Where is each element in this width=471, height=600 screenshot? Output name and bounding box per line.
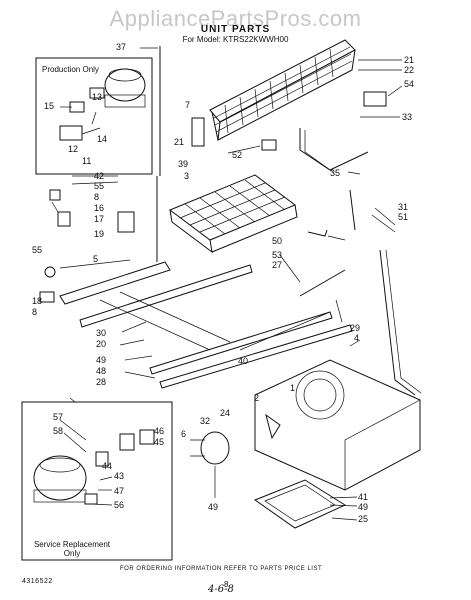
callout-41: 41 bbox=[358, 492, 369, 502]
callout-49b: 49 bbox=[358, 502, 369, 512]
compressor-production bbox=[104, 68, 146, 102]
relay-part-13 bbox=[89, 87, 105, 99]
callout-55b: 55 bbox=[32, 245, 43, 255]
callout-53: 53 bbox=[272, 250, 283, 260]
callout-58: 58 bbox=[53, 426, 64, 436]
part-52 bbox=[261, 139, 277, 151]
callout-5: 5 bbox=[93, 254, 99, 264]
callout-15: 15 bbox=[44, 101, 55, 111]
ordering-info-note: FOR ORDERING INFORMATION REFER TO PARTS … bbox=[120, 566, 323, 572]
watermark-text: AppliancePartsPros.com bbox=[109, 6, 362, 31]
page-number: 8 bbox=[224, 580, 229, 589]
callout-30: 30 bbox=[96, 328, 107, 338]
fan-motor-part-24 bbox=[190, 431, 230, 465]
callout-29: 29 bbox=[350, 323, 361, 333]
callout-37: 37 bbox=[116, 42, 127, 52]
tube-part-31 bbox=[379, 249, 416, 396]
callout-32: 32 bbox=[200, 416, 211, 426]
part-42 bbox=[49, 189, 61, 201]
drain-pan-part-25 bbox=[253, 479, 347, 529]
callout-39: 39 bbox=[178, 159, 189, 169]
callout-16: 16 bbox=[94, 203, 105, 213]
callout-19: 19 bbox=[94, 229, 105, 239]
callout-54: 54 bbox=[404, 79, 415, 89]
compressor-service bbox=[33, 455, 87, 501]
leader-lines bbox=[51, 47, 403, 521]
part-18 bbox=[39, 291, 55, 303]
part-44 bbox=[95, 451, 109, 467]
callout-57: 57 bbox=[53, 412, 64, 422]
document-number: 4316522 bbox=[22, 578, 53, 585]
callout-55: 55 bbox=[94, 181, 105, 191]
part-16 bbox=[57, 211, 71, 227]
callout-12: 12 bbox=[68, 144, 79, 154]
overload-part-12 bbox=[59, 125, 83, 141]
callout-43: 43 bbox=[114, 471, 125, 481]
callout-48: 48 bbox=[96, 366, 107, 376]
callout-33: 33 bbox=[402, 112, 413, 122]
callout-3: 3 bbox=[184, 171, 190, 181]
bracket-part-7 bbox=[191, 117, 205, 147]
callout-45: 45 bbox=[154, 437, 165, 447]
callout-8b: 8 bbox=[32, 307, 38, 317]
callout-11: 11 bbox=[82, 156, 92, 166]
callout-2: 2 bbox=[254, 393, 260, 403]
service-replacement-label: Service Replacement Only bbox=[33, 540, 111, 558]
part-43 bbox=[119, 433, 135, 451]
part-54 bbox=[363, 91, 387, 107]
callout-7: 7 bbox=[185, 100, 191, 110]
part-56 bbox=[84, 493, 98, 505]
callout-25: 25 bbox=[358, 514, 369, 524]
callout-17: 17 bbox=[94, 214, 105, 224]
callout-42: 42 bbox=[94, 171, 105, 181]
production-only-label: Production Only bbox=[42, 65, 99, 74]
production-only-box bbox=[35, 57, 153, 175]
callout-22: 22 bbox=[404, 65, 415, 75]
callout-21: 21 bbox=[404, 55, 415, 65]
tube-part-37 bbox=[156, 46, 161, 262]
part-27 bbox=[299, 269, 346, 297]
part-45 bbox=[139, 429, 155, 445]
callout-31: 31 bbox=[398, 202, 409, 212]
callout-52: 52 bbox=[232, 150, 243, 160]
model-label: For Model: KTRS22KWWH00 bbox=[182, 35, 289, 44]
callout-56: 56 bbox=[114, 500, 125, 510]
callout-14: 14 bbox=[97, 134, 108, 144]
base-frame-rails bbox=[59, 261, 353, 389]
callout-1: 1 bbox=[290, 383, 296, 393]
part-50 bbox=[307, 229, 328, 237]
callout-4: 4 bbox=[354, 333, 360, 343]
callout-8: 8 bbox=[94, 192, 100, 202]
machine-compartment-base bbox=[254, 359, 421, 491]
callout-51: 51 bbox=[398, 212, 409, 222]
page-title: UNIT PARTS bbox=[200, 24, 271, 35]
callout-18: 18 bbox=[32, 296, 43, 306]
callout-50: 50 bbox=[272, 236, 283, 246]
callout-13: 13 bbox=[92, 92, 103, 102]
condenser-coil bbox=[209, 39, 356, 141]
callout-40: 40 bbox=[238, 356, 249, 366]
callout-49: 49 bbox=[96, 355, 107, 365]
callout-28: 28 bbox=[96, 377, 107, 387]
callout-35: 35 bbox=[330, 168, 341, 178]
callout-21b: 21 bbox=[174, 137, 185, 147]
callout-24: 24 bbox=[220, 408, 231, 418]
part-55 bbox=[44, 266, 56, 278]
callout-20: 20 bbox=[96, 339, 107, 349]
callout-47: 47 bbox=[114, 486, 125, 496]
callout-46: 46 bbox=[154, 426, 165, 436]
service-replacement-box bbox=[21, 401, 173, 561]
callout-6: 6 bbox=[181, 429, 187, 439]
callout-44: 44 bbox=[102, 461, 113, 471]
tube-part-33 bbox=[299, 128, 369, 171]
part-15 bbox=[69, 101, 85, 113]
callout-49c: 49 bbox=[208, 502, 219, 512]
handwritten-note: 4-6-8 bbox=[208, 584, 234, 595]
evaporator-coil bbox=[168, 174, 298, 254]
part-17 bbox=[117, 211, 135, 233]
callout-27: 27 bbox=[272, 260, 283, 270]
fan-blade-part-2 bbox=[265, 413, 281, 440]
